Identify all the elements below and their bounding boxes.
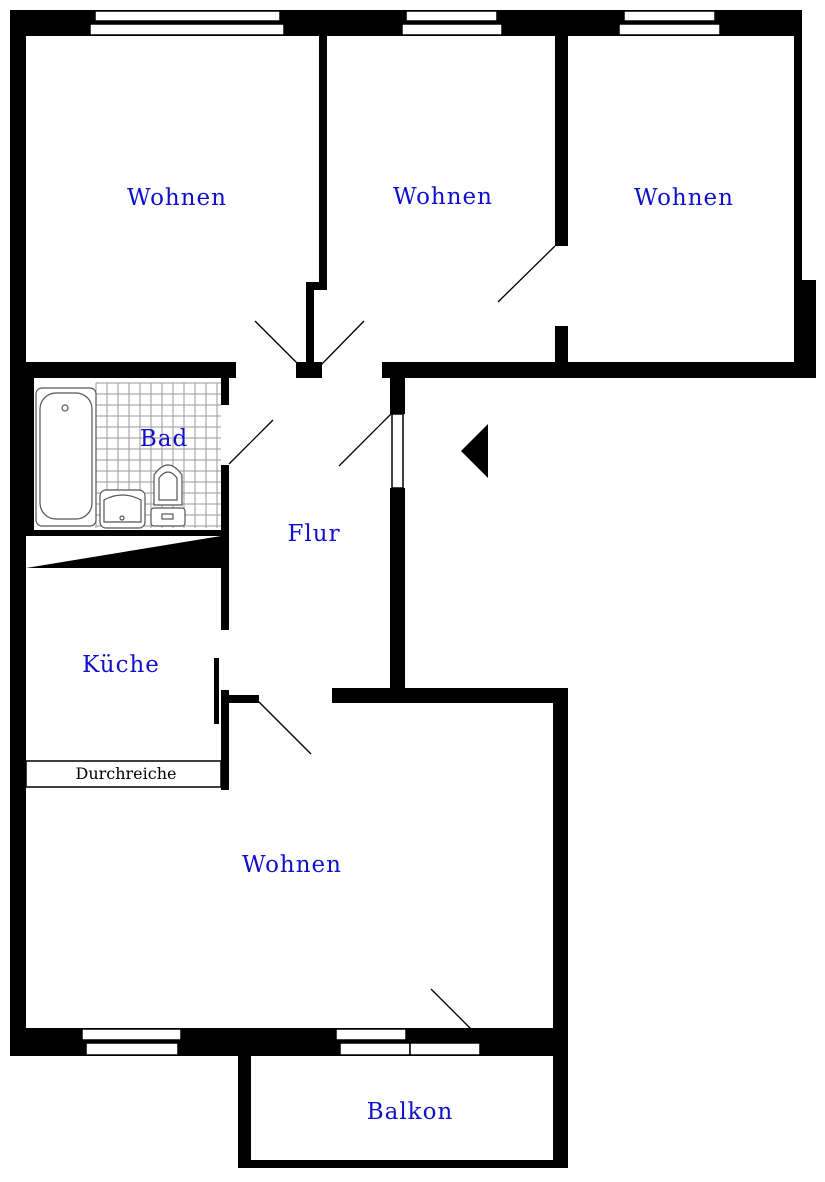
window-top-1a xyxy=(94,10,281,22)
wall-flur-right-top xyxy=(390,370,405,414)
room-label-wohnen-3: Wohnen xyxy=(634,185,734,211)
wall-balkon-bottom xyxy=(238,1160,568,1168)
wall-mid-left xyxy=(10,362,236,378)
door-swing-wohnen-2 xyxy=(319,320,365,367)
wall-partition-2-low xyxy=(555,326,568,366)
wall-left xyxy=(10,10,26,1056)
wall-partition-1-step xyxy=(306,282,327,290)
window-balkon-b xyxy=(339,1042,411,1056)
door-swing-balkon xyxy=(430,988,484,1042)
door-swing-entrance xyxy=(338,413,392,467)
wall-wedge xyxy=(26,536,229,568)
bathroom xyxy=(35,382,221,529)
durchreiche-frame xyxy=(25,760,222,788)
wall-bad-right-top xyxy=(221,375,229,405)
wall-partition-2 xyxy=(555,30,568,246)
room-labels: Wohnen Wohnen Wohnen Bad Flur Küche Wohn… xyxy=(75,184,734,1125)
wall-kueche-stub xyxy=(221,695,259,703)
toilet-seat xyxy=(158,471,178,501)
bathtub-drain xyxy=(61,404,69,412)
window-top-2a xyxy=(405,10,498,22)
room-label-wohnen-2: Wohnen xyxy=(393,184,493,210)
window-balkon-a xyxy=(335,1028,407,1041)
wall-kueche-jamb xyxy=(214,658,219,724)
entrance-arrow-icon xyxy=(461,424,488,478)
wall-stub xyxy=(296,362,322,378)
window-top-3a xyxy=(623,10,716,22)
door-swing-wohnen-4 xyxy=(257,700,312,755)
windows xyxy=(81,10,721,1056)
sink-basin xyxy=(103,494,142,523)
wall-kueche-right xyxy=(221,690,229,790)
window-bottom-1a xyxy=(81,1028,182,1041)
room-label-balkon: Balkon xyxy=(367,1099,454,1125)
wall-bad-bottom xyxy=(26,530,229,536)
window-top-1b xyxy=(89,23,285,36)
window-top-2b xyxy=(401,23,503,36)
room-label-kueche: Küche xyxy=(82,652,160,678)
wall-lower-right xyxy=(553,688,568,1166)
window-top-3b xyxy=(618,23,721,36)
room-label-wohnen-1: Wohnen xyxy=(127,185,227,211)
wall-balkon-left xyxy=(238,1056,251,1166)
door-swing-wohnen-3 xyxy=(497,245,556,303)
walls xyxy=(10,10,816,1168)
wall-bad-left xyxy=(26,378,34,536)
room-label-wohnen-4: Wohnen xyxy=(242,852,342,878)
window-balkon-c xyxy=(409,1042,481,1056)
window-bottom-1b xyxy=(85,1042,179,1056)
room-label-bad: Bad xyxy=(140,426,188,452)
wall-right-upper xyxy=(794,10,802,285)
wall-mid-right xyxy=(382,362,816,378)
door-swing-bad xyxy=(228,419,274,465)
door-swings xyxy=(228,245,556,1042)
door-swing-wohnen-1 xyxy=(254,320,301,367)
sink-drain xyxy=(119,515,125,521)
wall-flur-right xyxy=(390,488,405,698)
bathtub-inner xyxy=(39,392,93,520)
toilet-flush xyxy=(161,513,174,520)
wall-partition-1-low xyxy=(306,282,314,362)
wall-right-step xyxy=(794,280,816,378)
window-flur-right xyxy=(391,413,404,489)
wall-lower-top-right xyxy=(332,688,568,703)
durchreiche-label: Durchreiche xyxy=(75,764,176,783)
room-label-flur: Flur xyxy=(287,521,340,547)
wall-partition-1 xyxy=(319,30,327,288)
